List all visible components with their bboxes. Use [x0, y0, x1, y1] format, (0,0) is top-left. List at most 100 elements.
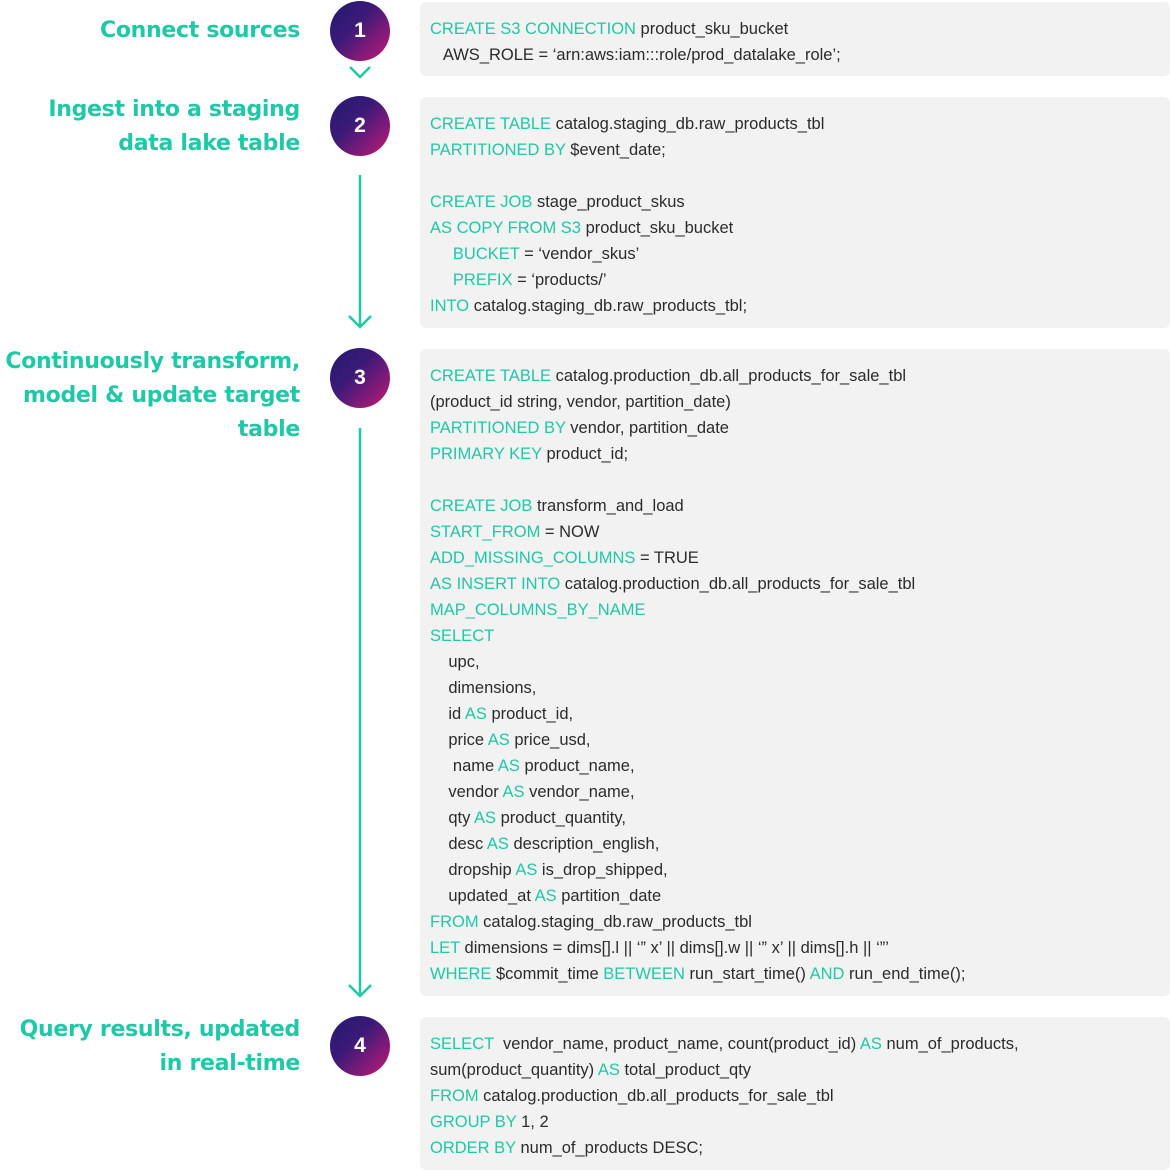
code-line: [430, 467, 1170, 493]
sql-text: product_id,: [486, 705, 574, 723]
code-line: price AS price_usd,: [430, 727, 1170, 753]
sql-text: run_start_time(): [684, 965, 810, 983]
sql-text: transform_and_load: [532, 497, 684, 515]
code-line: INTO catalog.staging_db.raw_products_tbl…: [430, 293, 1170, 319]
sql-text: dropship: [430, 861, 516, 879]
step-number-badge: 2: [330, 96, 390, 156]
sql-text: name: [430, 757, 498, 775]
code-line: BUCKET = ‘vendor_skus’: [430, 241, 1170, 267]
sql-keyword: CREATE TABLE: [430, 367, 552, 385]
step-number-badge: 4: [330, 1016, 390, 1076]
sql-text: num_of_products,: [881, 1035, 1019, 1053]
code-line: GROUP BY 1, 2: [430, 1109, 1170, 1135]
arrow-head-icon: [348, 984, 372, 998]
sql-keyword: WHERE: [430, 965, 492, 983]
sql-keyword: CREATE JOB: [430, 193, 533, 211]
code-line: SELECT: [430, 623, 1170, 649]
code-line: vendor AS vendor_name,: [430, 779, 1170, 805]
sql-keyword: AS: [474, 809, 497, 827]
sql-keyword: CREATE TABLE: [430, 115, 552, 133]
step-number-badge: 1: [330, 1, 390, 61]
sql-text: total_product_qty: [619, 1061, 752, 1079]
code-line: PARTITIONED BY vendor, partition_date: [430, 415, 1170, 441]
sql-text: $commit_time: [491, 965, 604, 983]
sql-keyword: AS: [597, 1061, 620, 1079]
sql-keyword: GROUP BY: [430, 1113, 517, 1131]
sql-keyword: AND: [809, 965, 845, 983]
code-line: qty AS product_quantity,: [430, 805, 1170, 831]
sql-keyword: LET: [430, 939, 460, 957]
sql-text: vendor_name, product_name, count(product…: [493, 1035, 860, 1053]
sql-text: updated_at: [430, 887, 535, 905]
code-line: upc,: [430, 649, 1170, 675]
sql-text: dimensions,: [430, 679, 537, 697]
code-line: CREATE JOB transform_and_load: [430, 493, 1170, 519]
sql-text: id: [430, 705, 465, 723]
sql-text: is_drop_shipped,: [537, 861, 668, 879]
sql-keyword: AS: [515, 861, 538, 879]
sql-keyword: FROM: [430, 913, 479, 931]
sql-keyword: SELECT: [430, 627, 495, 645]
sql-keyword: CREATE S3 CONNECTION: [430, 20, 636, 38]
sql-text: product_sku_bucket: [580, 219, 734, 237]
code-block: CREATE S3 CONNECTION product_sku_bucket …: [420, 2, 1170, 76]
sql-keyword: PRIMARY KEY: [430, 445, 542, 463]
code-line: FROM catalog.staging_db.raw_products_tbl: [430, 909, 1170, 935]
code-line: dimensions,: [430, 675, 1170, 701]
sql-keyword: START_FROM: [430, 523, 541, 541]
sql-keyword: AS: [486, 835, 509, 853]
sql-text: vendor, partition_date: [565, 419, 729, 437]
sql-text: dimensions = dims[].l || ‘” x’ || dims[]…: [459, 939, 889, 957]
code-line: FROM catalog.production_db.all_products_…: [430, 1083, 1170, 1109]
sql-keyword: ADD_MISSING_COLUMNS: [430, 549, 636, 567]
step-label: Query results, updated in real-time: [19, 1017, 301, 1076]
sql-text: num_of_products DESC;: [515, 1139, 703, 1157]
sql-keyword: AS COPY FROM S3: [430, 219, 581, 237]
sql-text: stage_product_skus: [532, 193, 685, 211]
sql-keyword: AS: [534, 887, 557, 905]
code-line: CREATE TABLE catalog.production_db.all_p…: [430, 363, 1170, 389]
sql-text: price: [430, 731, 488, 749]
code-line: AWS_ROLE = ‘arn:aws:iam:::role/prod_data…: [430, 42, 1170, 68]
code-line: SELECT vendor_name, product_name, count(…: [430, 1031, 1170, 1057]
sql-keyword: AS INSERT INTO: [430, 575, 561, 593]
sql-keyword: INTO: [430, 297, 470, 315]
code-line: PRIMARY KEY product_id;: [430, 441, 1170, 467]
sql-text: product_quantity,: [496, 809, 626, 827]
code-block: CREATE TABLE catalog.staging_db.raw_prod…: [420, 97, 1170, 328]
sql-text: run_end_time();: [844, 965, 966, 983]
sql-text: partition_date: [556, 887, 662, 905]
code-line: CREATE TABLE catalog.staging_db.raw_prod…: [430, 111, 1170, 137]
sql-text: [430, 245, 453, 263]
code-line: id AS product_id,: [430, 701, 1170, 727]
sql-text: sum(product_quantity): [430, 1061, 598, 1079]
arrow-head-icon: [348, 315, 372, 329]
step-number-badge: 3: [330, 348, 390, 408]
sql-keyword: SELECT: [430, 1035, 494, 1053]
sql-keyword: AS: [487, 731, 510, 749]
code-line: START_FROM = NOW: [430, 519, 1170, 545]
code-line: LET dimensions = dims[].l || ‘” x’ || di…: [430, 935, 1170, 961]
sql-text: catalog.production_db.all_products_for_s…: [478, 1087, 834, 1105]
sql-keyword: FROM: [430, 1087, 479, 1105]
code-line: WHERE $commit_time BETWEEN run_start_tim…: [430, 961, 1170, 987]
sql-text: vendor: [430, 783, 503, 801]
sql-text: catalog.staging_db.raw_products_tbl;: [469, 297, 748, 315]
code-line: ORDER BY num_of_products DESC;: [430, 1135, 1170, 1161]
sql-text: = ‘vendor_skus’: [519, 245, 640, 263]
step-label: Ingest into a staging data lake table: [48, 97, 300, 156]
code-line: [430, 163, 1170, 189]
sql-text: desc: [430, 835, 487, 853]
sql-text: = TRUE: [635, 549, 699, 567]
sql-text: description_english,: [508, 835, 660, 853]
code-block: CREATE TABLE catalog.production_db.all_p…: [420, 349, 1170, 996]
sql-keyword: MAP_COLUMNS_BY_NAME: [430, 601, 646, 619]
sql-keyword: ORDER BY: [430, 1139, 516, 1157]
sql-keyword: CREATE JOB: [430, 497, 533, 515]
sql-text: product_name,: [519, 757, 635, 775]
sql-text: upc,: [430, 653, 480, 671]
code-line: MAP_COLUMNS_BY_NAME: [430, 597, 1170, 623]
code-line: updated_at AS partition_date: [430, 883, 1170, 909]
sql-keyword: PARTITIONED BY: [430, 141, 566, 159]
